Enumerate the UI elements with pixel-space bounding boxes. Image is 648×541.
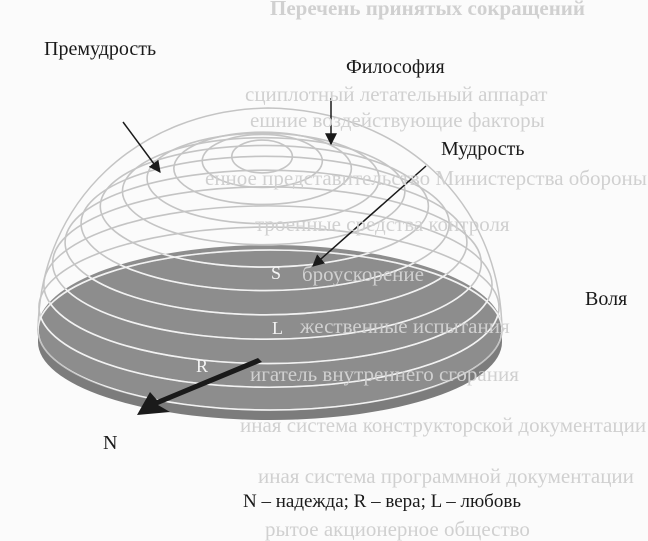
latitude-line — [121, 136, 406, 246]
legend: N – надежда; R – вера; L – любовь — [243, 491, 521, 512]
bleed-line: рытое акционерное общество — [265, 517, 530, 541]
latitude-line — [99, 245, 430, 268]
bleed-line: сциплотный летательный аппарат — [245, 82, 548, 106]
latitude-line — [230, 139, 294, 174]
bleed-line: ешние воздействующие факторы — [250, 108, 545, 132]
bleed-heading: Перечень принятых сокращений — [270, 0, 585, 20]
latitude-line — [173, 131, 353, 206]
nrl-arrow — [137, 358, 262, 415]
bleed-line: троенные средства контроля — [255, 212, 510, 236]
bleed-line: жественные испытания — [300, 314, 510, 338]
bleed-line: енное представительство Министерства обо… — [205, 166, 647, 190]
label-mudrost: Мудрость — [441, 138, 525, 160]
latitude-line — [80, 245, 450, 292]
mudrost-arrow — [312, 165, 427, 267]
label-n: N — [103, 432, 118, 454]
latitude-line — [38, 249, 502, 411]
label-s: S — [271, 263, 282, 283]
label-l: L — [272, 318, 283, 338]
bleed-line: иная система конструкторской документаци… — [240, 413, 647, 437]
dome-outline — [37, 107, 503, 331]
label-volya: Воля — [585, 288, 628, 310]
latitude-line — [146, 132, 380, 225]
bleed-line: броускорение — [302, 262, 424, 286]
bleed-line: иная система программной документации — [258, 464, 634, 488]
label-filosofia: Философия — [346, 56, 445, 78]
dome-gray-base — [38, 245, 502, 411]
premudrost-arrow — [122, 121, 161, 173]
label-premudrost: Премудрость — [44, 38, 157, 60]
bleed-line: игатель внутреннего сгорания — [250, 362, 519, 386]
latitude-line — [201, 133, 324, 189]
latitude-line — [64, 245, 468, 316]
label-r: R — [196, 356, 209, 376]
